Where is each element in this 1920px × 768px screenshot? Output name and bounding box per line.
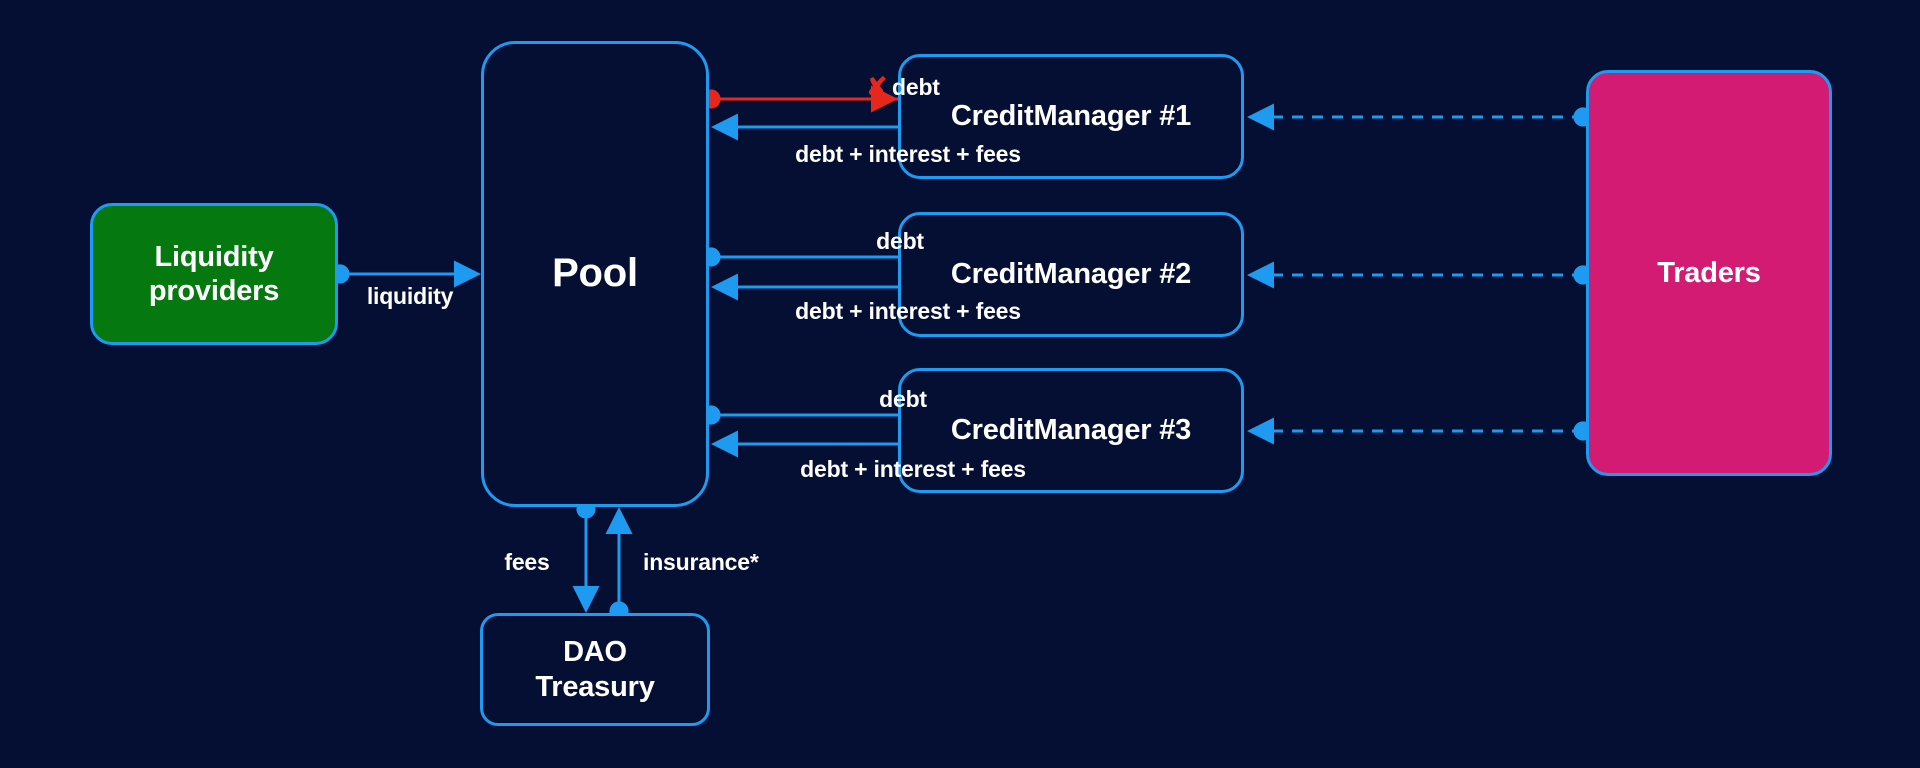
- traders-label: Traders: [1657, 256, 1761, 289]
- edge-label-debt-2: debt: [876, 228, 924, 254]
- node-credit-manager-1[interactable]: CreditManager #1: [898, 54, 1244, 179]
- edge-label-debt-1-wrap: ✘debt: [866, 72, 940, 102]
- edge-label-liquidity: liquidity: [366, 283, 454, 309]
- node-credit-manager-2[interactable]: CreditManager #2: [898, 212, 1244, 337]
- edge-label-insurance: insurance*: [643, 549, 759, 575]
- blocked-x-icon: ✘: [866, 73, 887, 101]
- node-pool[interactable]: Pool: [481, 41, 709, 507]
- edge-label-debt-3: debt: [879, 386, 927, 412]
- edge-label-repay-3: debt + interest + fees: [800, 456, 1026, 482]
- edge-label-repay-1: debt + interest + fees: [795, 141, 1021, 167]
- node-credit-manager-3[interactable]: CreditManager #3: [898, 368, 1244, 493]
- liquidity-providers-line-1: Liquidity: [154, 240, 274, 273]
- credit-manager-3-label: CreditManager #3: [950, 414, 1192, 447]
- edge-label-fees: fees: [504, 549, 550, 575]
- node-liquidity-providers[interactable]: Liquidity providers: [90, 203, 338, 345]
- dao-treasury-line-2: Treasury: [535, 670, 655, 703]
- dao-treasury-line-1: DAO: [563, 636, 627, 669]
- edge-label-repay-2: debt + interest + fees: [795, 298, 1021, 324]
- pool-label: Pool: [552, 251, 638, 296]
- liquidity-providers-line-2: providers: [148, 275, 280, 307]
- node-dao-treasury[interactable]: DAO Treasury: [480, 613, 710, 726]
- node-traders[interactable]: Traders: [1586, 70, 1832, 476]
- credit-manager-2-label: CreditManager #2: [950, 258, 1192, 291]
- credit-manager-1-label: CreditManager #1: [950, 100, 1192, 133]
- edge-label-debt-1: debt: [892, 74, 940, 100]
